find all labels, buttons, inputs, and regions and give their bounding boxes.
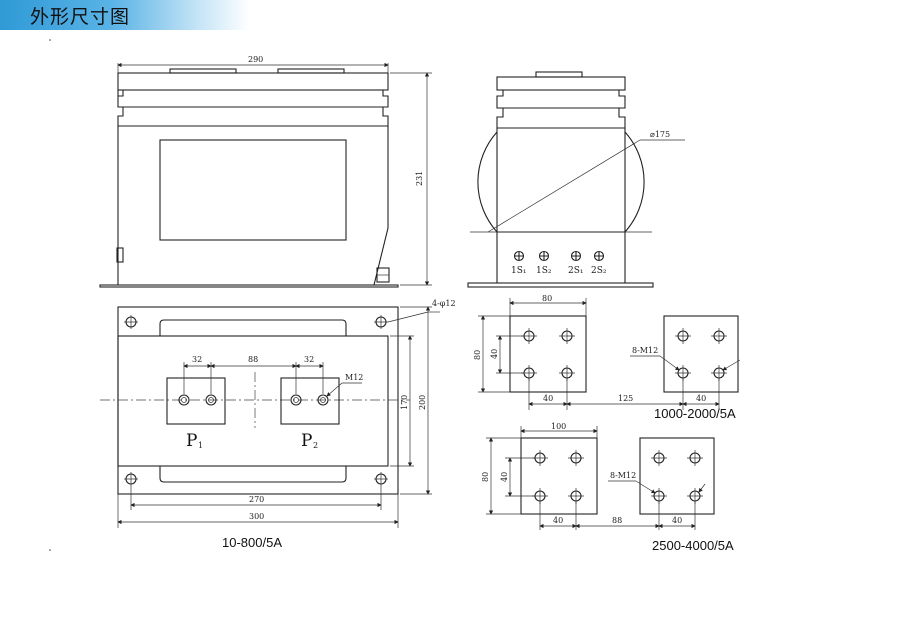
dim-plate-a-80-height: 80 bbox=[473, 350, 482, 360]
terminal-1s2: 1S₂ bbox=[536, 266, 552, 276]
terminal-2s2: 2S₂ bbox=[591, 266, 607, 276]
dim-mounting-holes: 4-φ12 bbox=[432, 299, 456, 308]
terminal-plate-1000-2000: 80 80 40 40 125 40 8-M12 1000-2000/5A bbox=[473, 294, 741, 421]
dim-plate-a-40-right: 40 bbox=[696, 394, 706, 403]
dim-300: 300 bbox=[249, 512, 264, 521]
dim-32-left: 32 bbox=[192, 355, 202, 364]
dim-plate-a-40-horizontal: 40 bbox=[543, 394, 553, 403]
terminal-plate-2500-4000: 100 80 40 40 88 40 8-M12 2500-4000/5A bbox=[481, 422, 734, 553]
dim-plate-b-88: 88 bbox=[612, 516, 622, 525]
dim-200: 200 bbox=[418, 395, 427, 410]
dim-290: 290 bbox=[248, 55, 263, 64]
side-view: ⌀175 1S₁ 1S₂ 2S₁ 2S₂ bbox=[467, 71, 685, 288]
dim-plate-b-100: 100 bbox=[551, 422, 566, 431]
model-label-10-800: 10-800/5A bbox=[222, 535, 282, 550]
dim-plate-b-8-m12: 8-M12 bbox=[610, 471, 636, 480]
dim-32-right: 32 bbox=[304, 355, 314, 364]
dim-270: 270 bbox=[249, 495, 264, 504]
dim-plate-b-40-right: 40 bbox=[672, 516, 682, 525]
dim-diameter-175: ⌀175 bbox=[650, 130, 670, 139]
terminal-2s1: 2S₁ bbox=[568, 266, 584, 276]
terminal-1s1: 1S₁ bbox=[511, 266, 527, 276]
dim-plate-a-125: 125 bbox=[618, 394, 633, 403]
front-view: 290 231 bbox=[99, 55, 432, 288]
primary-p2-label: P bbox=[301, 431, 312, 451]
dim-plate-b-40-horizontal: 40 bbox=[553, 516, 563, 525]
primary-p1-subscript: 1 bbox=[198, 441, 203, 450]
dim-231: 231 bbox=[415, 171, 424, 186]
model-label-2500-4000: 2500-4000/5A bbox=[652, 538, 734, 553]
dim-m12: M12 bbox=[345, 373, 363, 382]
title-banner bbox=[0, 0, 250, 30]
model-label-1000-2000: 1000-2000/5A bbox=[654, 406, 736, 421]
secondary-terminals: 1S₁ 1S₂ 2S₁ 2S₂ bbox=[511, 250, 607, 276]
dim-plate-a-8-m12: 8-M12 bbox=[632, 346, 658, 355]
dim-plate-b-80: 80 bbox=[481, 472, 490, 482]
primary-p1-label: P bbox=[186, 431, 197, 451]
dim-170: 170 bbox=[400, 395, 409, 410]
page-title: 外形尺寸图 bbox=[30, 6, 131, 28]
dim-plate-a-80-width: 80 bbox=[542, 294, 552, 303]
dim-plate-b-40-vertical: 40 bbox=[500, 472, 509, 482]
plan-view: 4-φ12 P 1 P 2 32 88 32 M12 17 bbox=[100, 299, 456, 550]
primary-p2-subscript: 2 bbox=[313, 441, 318, 450]
dim-88: 88 bbox=[248, 355, 258, 364]
dim-plate-a-40-vertical: 40 bbox=[490, 349, 499, 359]
